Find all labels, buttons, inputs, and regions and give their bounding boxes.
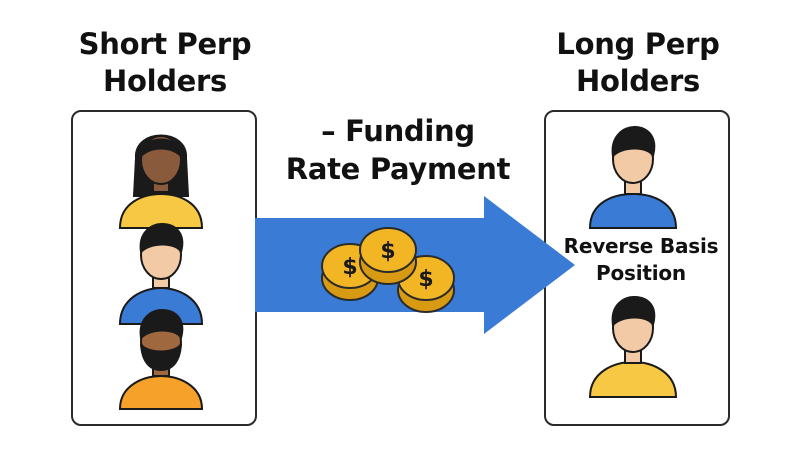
reverse-basis-label-line2: Position bbox=[596, 261, 686, 285]
coin-left-symbol: $ bbox=[342, 255, 357, 280]
short-holders-title-line2: Holders bbox=[102, 64, 228, 98]
person-bearded-icon bbox=[118, 308, 204, 410]
coin-top-symbol: $ bbox=[380, 239, 395, 264]
long-holders-title-line2: Holders bbox=[575, 64, 701, 98]
long-holders-title: Long Perp Holders bbox=[520, 26, 756, 100]
reverse-basis-label-line1: Reverse Basis bbox=[563, 234, 719, 258]
person-long-blue-icon bbox=[588, 125, 678, 229]
long-holders-title-line1: Long Perp bbox=[556, 27, 720, 61]
coin-top-icon bbox=[359, 227, 417, 285]
reverse-basis-label: Reverse Basis Position bbox=[546, 233, 736, 287]
person-woman-icon bbox=[118, 134, 204, 229]
coin-right-icon bbox=[397, 255, 455, 313]
funding-rate-label-line1: – Funding bbox=[321, 114, 475, 148]
person-long-yellow-icon bbox=[588, 295, 678, 398]
short-holders-title: Short Perp Holders bbox=[40, 26, 290, 100]
person-man-blue-icon bbox=[118, 222, 204, 325]
short-holders-title-line1: Short Perp bbox=[78, 27, 252, 61]
coin-right-symbol: $ bbox=[418, 267, 433, 292]
funding-rate-label: – Funding Rate Payment bbox=[260, 112, 536, 188]
coins-icon bbox=[321, 227, 455, 313]
funding-rate-label-line2: Rate Payment bbox=[285, 152, 511, 186]
